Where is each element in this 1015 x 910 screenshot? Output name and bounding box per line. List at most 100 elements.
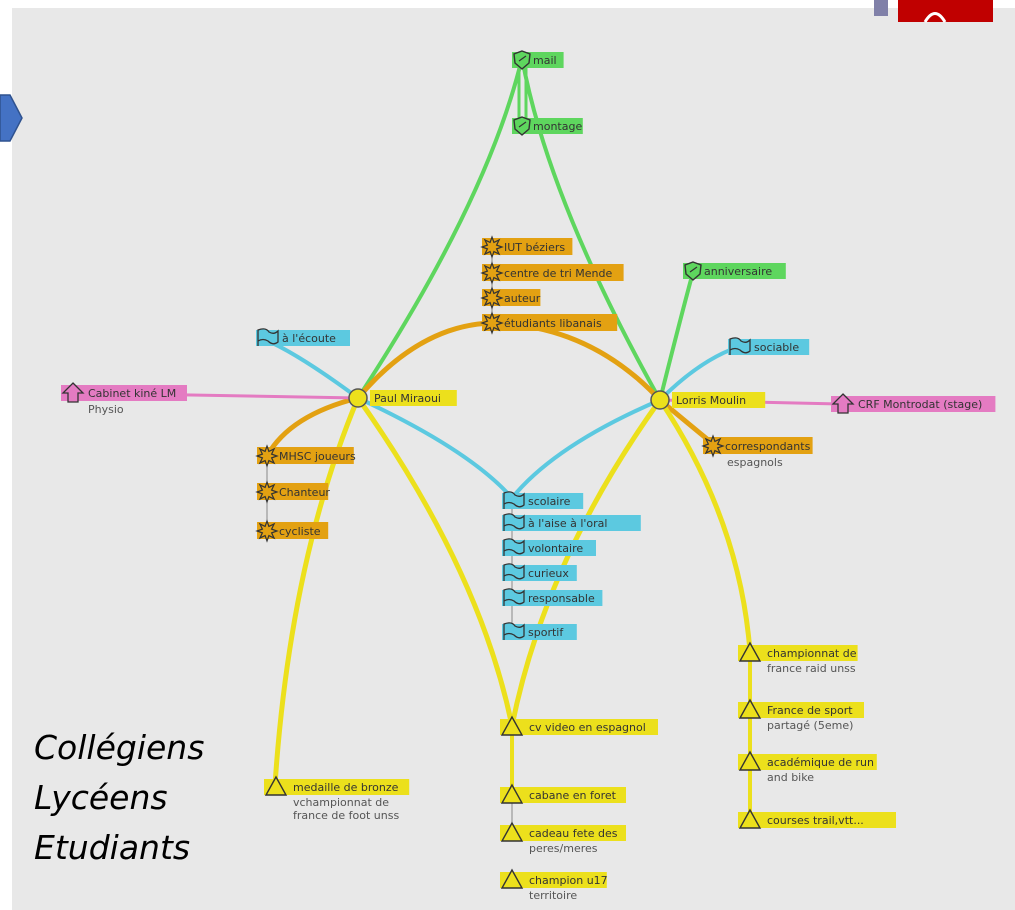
starburst-icon <box>480 261 504 285</box>
circle-icon <box>348 388 368 408</box>
crf-label: CRF Montrodat (stage) <box>858 398 982 411</box>
mhsc-bg <box>257 447 354 464</box>
nav-arrow-icon <box>0 94 23 142</box>
responsable-label: responsable <box>528 592 595 605</box>
up-arrow-icon <box>61 382 85 403</box>
up-arrow-icon <box>831 393 855 414</box>
starburst-icon <box>480 311 504 335</box>
triangle-icon <box>264 775 288 796</box>
cycliste-bg <box>257 522 329 539</box>
starburst-icon <box>480 286 504 310</box>
starburst-icon <box>255 519 279 543</box>
starburst-icon <box>480 235 504 259</box>
sociable-label: sociable <box>754 341 799 354</box>
courses-label: courses trail,vtt... <box>767 814 864 827</box>
shield-stroke <box>689 266 698 273</box>
iut-label: IUT béziers <box>504 241 565 254</box>
green-edges <box>356 56 695 402</box>
anniversaire-bg <box>683 263 786 279</box>
libanais-bg <box>482 314 618 331</box>
francesport-label: France de sport <box>767 704 853 717</box>
corner-logo-mark <box>923 12 947 23</box>
corner-tab-gray <box>874 0 888 16</box>
shield-icon <box>513 116 531 136</box>
medaille-sublabel: vchampionnat de <box>293 796 389 809</box>
flag-icon <box>503 538 525 556</box>
crf-bg <box>831 396 996 412</box>
kine-sublabel: Physio <box>88 403 124 416</box>
side-text-etudiants: Etudiants <box>34 828 191 867</box>
ecoute-bg <box>256 330 350 346</box>
sportif-label: sportif <box>528 626 564 639</box>
cycliste-label: cycliste <box>279 525 321 538</box>
raid-sublabel: france raid unss <box>767 662 856 675</box>
volontaire-bg <box>502 540 596 556</box>
montage-label: montage <box>533 120 582 133</box>
flag-icon <box>503 622 525 640</box>
shield-stroke <box>518 121 527 128</box>
paul-label: Paul Miraoui <box>374 392 441 405</box>
flag-icon <box>503 588 525 606</box>
kine-label: Cabinet kiné LM <box>88 387 176 400</box>
cadeau-label: cadeau fete des <box>529 827 618 840</box>
champion-bg <box>500 872 607 888</box>
anniversaire-label: anniversaire <box>704 265 772 278</box>
flag-icon <box>503 491 525 509</box>
paul-label-bg <box>370 390 457 406</box>
triangle-icon <box>500 715 524 736</box>
academique-sublabel: and bike <box>767 771 814 784</box>
triangle-icon <box>738 750 762 771</box>
champion-sublabel: territoire <box>529 889 577 902</box>
shield-icon <box>684 261 702 281</box>
corresp-bg <box>703 437 813 454</box>
scolaire-label: scolaire <box>528 495 571 508</box>
chanteur-label: Chanteur <box>279 486 330 499</box>
volontaire-label: volontaire <box>528 542 583 555</box>
triangle-icon <box>500 868 524 889</box>
side-text-collegiens: Collégiens <box>34 728 205 767</box>
corresp-label: correspondants <box>725 440 811 453</box>
corresp-sublabel: espagnols <box>727 456 783 469</box>
kine-bg <box>61 385 187 401</box>
triangle-icon <box>738 808 762 829</box>
flag-icon <box>257 328 279 346</box>
starburst-icon <box>701 434 725 458</box>
corner-logo <box>898 0 993 22</box>
yellow-edges <box>272 395 753 833</box>
academique-label: académique de run <box>767 756 874 769</box>
flag-icon <box>503 513 525 531</box>
triangle-icon <box>500 821 524 842</box>
side-text-lyceens: Lycéens <box>34 778 168 817</box>
courses-bg <box>738 812 896 828</box>
medaille-sublabel2: france de foot unss <box>293 809 399 822</box>
responsable-bg <box>502 590 603 606</box>
libanais-label: étudiants libanais <box>504 317 602 330</box>
cv-bg <box>500 719 658 735</box>
lorris-label-bg <box>672 392 766 408</box>
francesport-bg <box>738 702 864 718</box>
cabane-label: cabane en foret <box>529 789 617 802</box>
flag-icon <box>503 563 525 581</box>
cadeau-bg <box>500 825 626 841</box>
shield-stroke <box>518 55 527 62</box>
lorris-label: Lorris Moulin <box>676 394 746 407</box>
shield-icon <box>513 50 531 70</box>
aise-bg <box>502 515 641 531</box>
raid-label: championnat de <box>767 647 857 660</box>
starburst-icon <box>255 444 279 468</box>
triangle-icon <box>738 641 762 662</box>
chanteur-bg <box>257 483 329 500</box>
triangle-icon <box>738 698 762 719</box>
cabane-bg <box>500 787 626 803</box>
curieux-label: curieux <box>528 567 569 580</box>
raid-bg <box>738 645 858 661</box>
ecoute-label: à l'écoute <box>282 332 336 345</box>
mhsc-label: MHSC joueurs <box>279 450 356 463</box>
flag-icon <box>729 337 751 355</box>
circle-icon <box>650 390 670 410</box>
starburst-icon <box>255 480 279 504</box>
triangle-icon <box>500 783 524 804</box>
auteur-label: auteur <box>504 292 541 305</box>
